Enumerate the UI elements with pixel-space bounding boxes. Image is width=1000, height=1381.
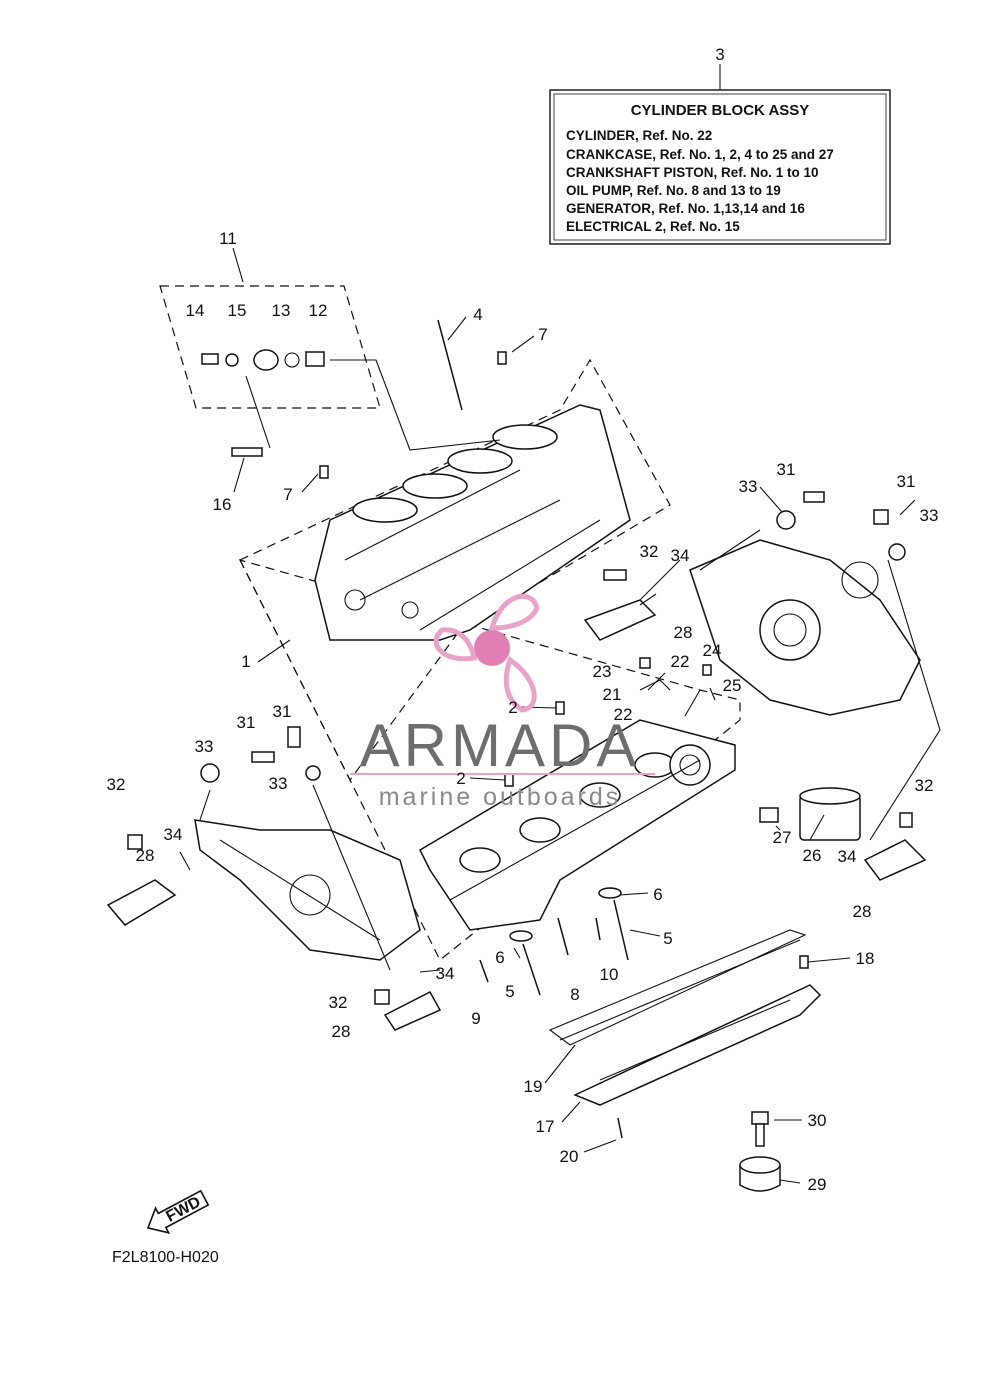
oil-pan-part	[573, 984, 822, 1106]
callout-number: 34	[436, 964, 455, 983]
callout-number: 28	[674, 623, 693, 642]
info-box-line: ELECTRICAL 2, Ref. No. 15	[566, 219, 740, 234]
callout-number: 33	[269, 774, 288, 793]
callout-number: 20	[560, 1147, 579, 1166]
callout-number: 12	[309, 301, 328, 320]
callout-number: 2	[508, 698, 517, 717]
diagram-code: F2L8100-H020	[112, 1249, 219, 1266]
callout-number: 9	[471, 1009, 480, 1028]
fwd-arrow-icon: FWD	[146, 1189, 210, 1234]
callout-number: 31	[897, 472, 916, 491]
callout-number: 28	[136, 846, 155, 865]
left-cover-part	[194, 819, 421, 961]
callout-layer: 3 11 14 15 13 12 4 7 16 7 1 31 33 31 33 …	[107, 45, 939, 1194]
callout-number: 24	[703, 641, 722, 660]
callout-number: 3	[715, 45, 724, 64]
callout-number: 23	[593, 662, 612, 681]
callout-number: 16	[213, 495, 232, 514]
callout-number: 32	[915, 776, 934, 795]
info-box-line: CRANKSHAFT PISTON, Ref. No. 1 to 10	[566, 165, 819, 180]
callout-number: 22	[671, 652, 690, 671]
fwd-label: FWD	[163, 1194, 203, 1226]
callout-number: 6	[653, 885, 662, 904]
callout-number: 10	[600, 965, 619, 984]
info-box-line: CYLINDER, Ref. No. 22	[566, 128, 712, 143]
watermark: ARMADA marine outboards	[350, 593, 655, 811]
callout-number: 34	[164, 825, 183, 844]
callout-number: 11	[219, 229, 237, 248]
callout-number: 8	[570, 985, 579, 1004]
callout-number: 25	[723, 676, 742, 695]
callout-number: 31	[237, 713, 256, 732]
oil-filter-part	[799, 787, 861, 841]
callout-number: 1	[241, 652, 250, 671]
right-cover-part	[689, 539, 921, 716]
callout-number: 6	[495, 948, 504, 967]
callout-number: 14	[186, 301, 205, 320]
info-box: CYLINDER BLOCK ASSY CYLINDER, Ref. No. 2…	[549, 64, 891, 245]
callout-number: 5	[663, 929, 672, 948]
callout-number: 27	[773, 828, 792, 847]
callout-number: 22	[614, 705, 633, 724]
callout-number: 31	[273, 702, 292, 721]
callout-number: 19	[524, 1077, 543, 1096]
callout-number: 34	[671, 546, 690, 565]
callout-number: 28	[332, 1022, 351, 1041]
callout-number: 34	[838, 847, 857, 866]
watermark-tagline: marine outboards	[379, 783, 622, 811]
callout-number: 2	[456, 769, 465, 788]
callout-number: 21	[603, 685, 622, 704]
callout-number: 33	[195, 737, 214, 756]
info-box-line: CRANKCASE, Ref. No. 1, 2, 4 to 25 and 27	[566, 147, 834, 162]
callout-number: 32	[107, 775, 126, 794]
propeller-logo-icon	[433, 593, 540, 713]
cylinder-block-part	[314, 404, 631, 641]
watermark-brand: ARMADA	[360, 712, 641, 779]
leader-lines	[179, 247, 941, 1184]
crankcase-part	[419, 719, 736, 931]
callout-number: 32	[640, 542, 659, 561]
small-parts	[106, 319, 927, 1192]
callout-number: 7	[538, 325, 547, 344]
info-box-line: GENERATOR, Ref. No. 1,13,14 and 16	[566, 201, 805, 216]
callout-number: 26	[803, 846, 822, 865]
callout-number: 13	[272, 301, 291, 320]
callout-number: 30	[808, 1111, 827, 1130]
callout-number: 31	[777, 460, 796, 479]
callout-number: 32	[329, 993, 348, 1012]
callout-number: 4	[473, 305, 482, 324]
callout-number: 18	[856, 949, 875, 968]
callout-number: 33	[920, 506, 939, 525]
callout-number: 33	[739, 477, 758, 496]
oil-pan-gasket-part	[548, 929, 807, 1046]
callout-number: 5	[505, 982, 514, 1001]
callout-number: 7	[283, 485, 292, 504]
info-box-line: OIL PUMP, Ref. No. 8 and 13 to 19	[566, 183, 781, 198]
callout-number: 17	[536, 1117, 555, 1136]
callout-number: 15	[228, 301, 247, 320]
callout-number: 29	[808, 1175, 827, 1194]
callout-number: 28	[853, 902, 872, 921]
info-box-title: CYLINDER BLOCK ASSY	[631, 102, 810, 119]
